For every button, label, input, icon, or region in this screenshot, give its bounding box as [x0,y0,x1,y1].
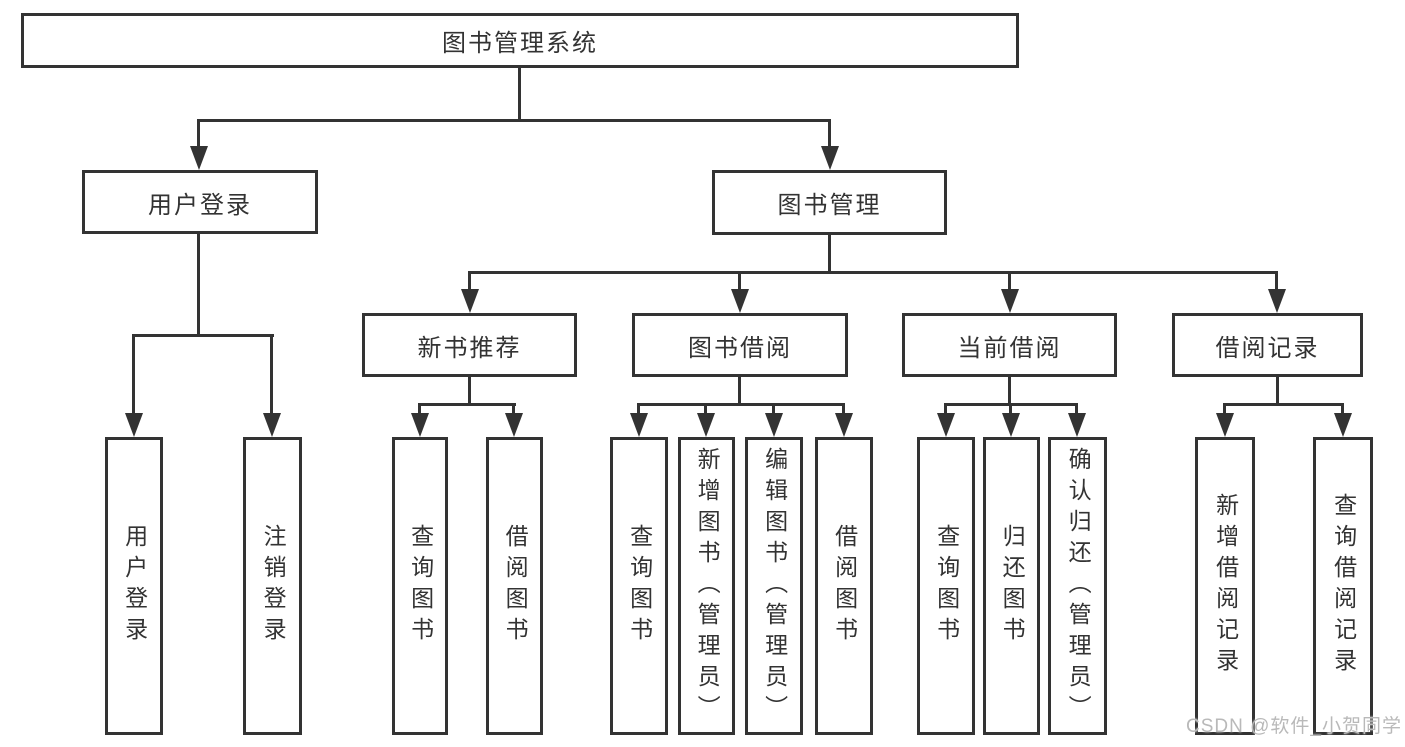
arrow-down-icon [505,413,523,437]
connector-arrow-shaft [1075,403,1078,417]
leaf-borrowing-add-books-admin: 新增图书（管理员） [678,437,735,735]
watermark: CSDN @软件_小贺同学 [1186,716,1402,737]
connector-arrow-shaft [637,403,640,417]
leaf-current-query-books-label: 查询图书 [933,524,960,648]
arrow-down-icon [263,413,281,437]
connector-user-login-hline [133,334,274,337]
node-current-borrowing: 当前借阅 [902,313,1117,377]
connector-arrow-shaft [842,403,845,417]
connector-arrow-shaft [1341,403,1344,417]
node-new-book-recommend-label: 新书推荐 [417,334,522,362]
arrow-down-icon [1334,413,1352,437]
leaf-borrowing-edit-books-admin: 编辑图书（管理员） [745,437,803,735]
connector-level2-hline [198,119,831,122]
arrow-down-icon [411,413,429,437]
connector-arrow-user-login-shaft [197,119,200,150]
arrow-down-icon [821,146,839,170]
leaf-newbook-borrow-books-label: 借阅图书 [502,524,529,648]
node-book-borrowing: 图书借阅 [632,313,848,377]
arrow-down-icon [461,289,479,313]
connector-user-login-stem [197,234,200,337]
arrow-down-icon [1001,289,1019,313]
leaf-current-return-books-label: 归还图书 [999,524,1026,648]
connector-arrow-book-management-shaft [828,119,831,150]
connector-borrow-records-stem [1276,377,1279,406]
connector-current-borrowing-stem [1008,377,1011,406]
leaf-newbook-query-books-label: 查询图书 [407,524,434,648]
arrow-down-icon [1002,413,1020,437]
leaf-user-login-label: 用户登录 [121,524,148,648]
leaf-records-add-record-label: 新增借阅记录 [1212,493,1239,679]
connector-book-management-stem [828,235,831,274]
arrow-down-icon [937,413,955,437]
connector-arrow-shaft [512,403,515,417]
connector-arrow-shaft [704,403,707,417]
leaf-logout-login: 注销登录 [243,437,302,735]
leaf-current-return-books: 归还图书 [983,437,1040,735]
node-book-management: 图书管理 [712,170,947,235]
connector-book-borrowing-stem [738,377,741,406]
leaf-records-add-record: 新增借阅记录 [1195,437,1255,735]
leaf-logout-login-label: 注销登录 [260,524,287,648]
connector-arrow-leaf-logout-shaft [270,334,273,417]
connector-arrow-shaft [772,403,775,417]
node-user-login-label: 用户登录 [148,191,252,219]
connector-arrow-borrow-records-shaft [1275,271,1278,293]
leaf-borrowing-query-books: 查询图书 [610,437,668,735]
connector-new-book-stem [468,377,471,406]
arrow-down-icon [1216,413,1234,437]
connector-arrow-shaft [1223,403,1226,417]
connector-arrow-shaft [1009,403,1012,417]
connector-borrow-records-hline [1224,403,1344,406]
connector-arrow-book-borrow-shaft [738,271,741,293]
node-book-borrowing-label: 图书借阅 [688,334,792,362]
leaf-borrowing-borrow-books-label: 借阅图书 [831,524,858,648]
connector-arrow-shaft [418,403,421,417]
arrow-down-icon [630,413,648,437]
leaf-user-login: 用户登录 [105,437,163,735]
node-borrow-records: 借阅记录 [1172,313,1363,377]
node-new-book-recommend: 新书推荐 [362,313,577,377]
leaf-records-query-record-label: 查询借阅记录 [1330,493,1357,679]
leaf-borrowing-add-books-admin-label: 新增图书（管理员） [694,446,721,726]
node-user-login: 用户登录 [82,170,318,234]
arrow-down-icon [765,413,783,437]
node-library-system: 图书管理系统 [21,13,1019,68]
connector-arrow-current-borrow-shaft [1008,271,1011,293]
leaf-current-query-books: 查询图书 [917,437,975,735]
arrow-down-icon [731,289,749,313]
connector-level3-hline [470,271,1278,274]
connector-arrow-leaf-user-login-shaft [132,334,135,417]
arrow-down-icon [697,413,715,437]
arrow-down-icon [1068,413,1086,437]
leaf-borrowing-edit-books-admin-label: 编辑图书（管理员） [761,446,788,726]
arrow-down-icon [125,413,143,437]
connector-new-book-hline [419,403,516,406]
node-library-system-label: 图书管理系统 [442,30,598,57]
leaf-newbook-borrow-books: 借阅图书 [486,437,543,735]
connector-root-stem [518,66,521,122]
connector-arrow-new-book-shaft [468,271,471,293]
leaf-records-query-record: 查询借阅记录 [1313,437,1373,735]
connector-book-borrowing-hline [638,403,845,406]
node-book-management-label: 图书管理 [777,192,882,219]
arrow-down-icon [835,413,853,437]
node-current-borrowing-label: 当前借阅 [957,334,1062,362]
connector-arrow-shaft [944,403,947,417]
arrow-down-icon [1268,289,1286,313]
leaf-current-confirm-return-admin-label: 确认归还（管理员） [1065,446,1092,726]
arrow-down-icon [190,146,208,170]
leaf-borrowing-query-books-label: 查询图书 [626,524,653,648]
node-borrow-records-label: 借阅记录 [1215,334,1320,362]
leaf-borrowing-borrow-books: 借阅图书 [815,437,873,735]
leaf-newbook-query-books: 查询图书 [392,437,448,735]
leaf-current-confirm-return-admin: 确认归还（管理员） [1048,437,1107,735]
